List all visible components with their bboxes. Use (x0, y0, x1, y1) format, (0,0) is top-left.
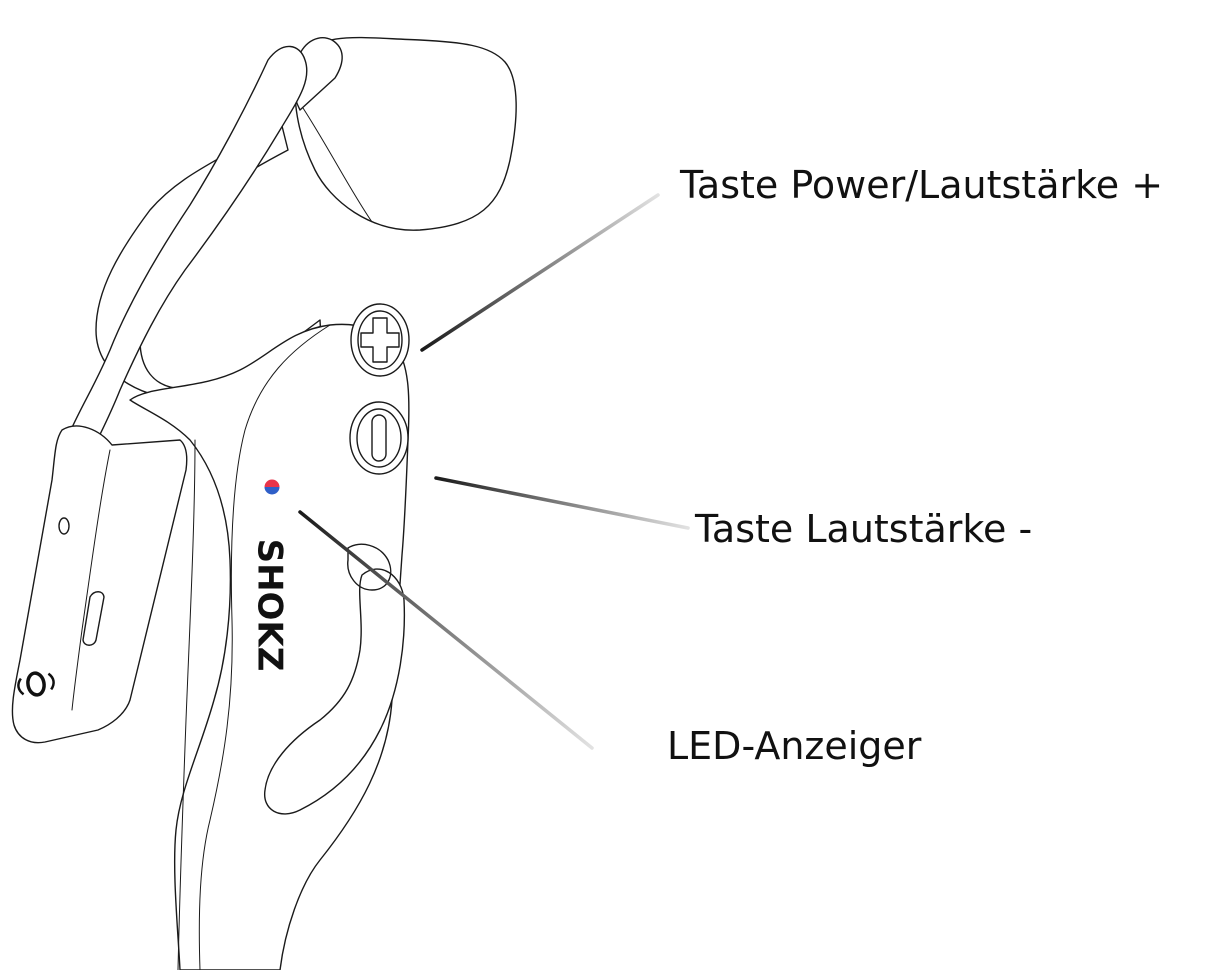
leader-line-volume-down (436, 478, 688, 528)
callout-volume-down: Taste Lautstärke - (695, 510, 1032, 548)
brand-logo-text: SHOKZ (250, 539, 290, 672)
brand-logo: SHOKZ (250, 539, 290, 672)
ear-transducer (293, 38, 516, 231)
power-volume-up-button[interactable] (351, 304, 409, 376)
volume-down-button[interactable] (350, 402, 408, 474)
callout-led-indicator: LED-Anzeiger (667, 727, 921, 765)
callout-power-volume-up: Taste Power/Lautstärke + (680, 166, 1163, 204)
